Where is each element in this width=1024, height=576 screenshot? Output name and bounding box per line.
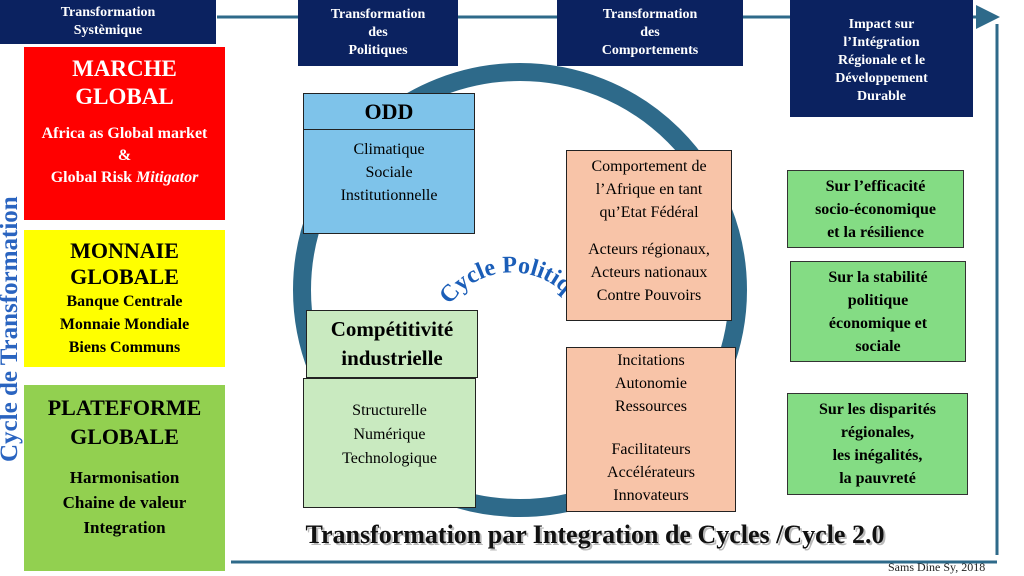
incitations-line: Incitations [617,352,685,369]
odd-item: Climatique [353,141,425,158]
marche-title: MARCHE [72,56,177,81]
comportement-line: Contre Pouvoirs [596,287,702,304]
impact-line: politique [847,291,909,309]
plateforme-item: Chaine de valeur [62,493,187,512]
odd-title-box: ODD [303,93,475,130]
header-line: Régionale et le [837,52,926,68]
competitivite-title-box: Compétitivité industrielle [306,310,478,378]
impact-line: Sur la stabilité [828,268,928,286]
vertical-cycle-label: Cycle de Transformation [0,196,23,462]
impact-efficacite-box: Sur l’efficacité socio-économique et la … [787,170,964,248]
comportement-line: l’Afrique en tant [595,181,703,198]
competitivite-content-box: Structurelle Numérique Technologique [303,378,476,508]
incitations-line: Autonomie [615,375,687,392]
header-transformation-systemique: Transformation Systèmique [0,0,216,44]
marche-title: GLOBAL [75,84,174,109]
header-line: Impact sur [848,16,915,32]
cycle-politique-label-graphic: Cycle Politique [420,205,580,309]
cycle-politique-text: Cycle Politique [420,205,580,309]
incitations-line: Accélérateurs [607,464,695,481]
competitivite-title: Compétitivité [330,317,454,341]
impact-line: Sur l’efficacité [825,177,926,195]
header-line: l’Intégration [843,34,920,50]
marche-line-italic: Mitigator [136,169,199,186]
comportement-box: Comportement de l’Afrique en tant qu’Eta… [566,150,732,321]
impact-line: socio-économique [815,200,936,218]
header-line: Systèmique [73,23,143,38]
impact-line: et la résilience [827,223,924,241]
competitivite-item: Numérique [353,426,426,443]
plateforme-title: GLOBALE [70,424,179,449]
impact-disparites-box: Sur les disparités régionales, les inéga… [787,393,968,495]
marche-line-part: Global Risk [50,169,137,186]
header-line: Transformation [602,7,698,22]
monnaie-title: GLOBALE [70,264,179,289]
incitations-line: Ressources [615,398,687,415]
plateforme-globale-box: PLATEFORME GLOBALE Harmonisation Chaine … [24,385,225,571]
impact-line: la pauvreté [839,470,916,487]
incitations-line: Innovateurs [613,487,689,504]
competitivite-title: industrielle [341,346,443,370]
header-transformation-politiques: Transformation des Politiques [298,0,458,66]
cycle-ring [293,63,747,517]
odd-content-box: Climatique Sociale Institutionnelle [303,129,475,234]
header-line: des [368,25,388,40]
monnaie-item: Banque Centrale [66,293,183,310]
odd-item: Sociale [365,164,413,181]
header-line: Transformation [60,5,156,20]
plateforme-item: Harmonisation [69,468,180,487]
header-line: Comportements [601,43,699,58]
cycle-politique-label: Cycle Politique [420,205,580,309]
comportement-line: Acteurs nationaux [590,264,708,281]
odd-title: ODD [364,98,414,124]
impact-line: économique et [828,314,928,332]
plateforme-item: Integration [83,518,166,537]
monnaie-globale-box: MONNAIE GLOBALE Banque Centrale Monnaie … [24,230,225,367]
comportement-line: qu’Etat Fédéral [599,204,699,221]
header-line: des [640,25,660,40]
monnaie-title: MONNAIE [70,238,179,263]
impact-line: sociale [855,337,901,355]
incitations-box: Incitations Autonomie Ressources Facilit… [566,347,736,512]
marche-line: Africa as Global market [41,125,208,142]
impact-line: régionales, [840,424,915,441]
header-transformation-comportements: Transformation des Comportements [557,0,743,66]
monnaie-item: Monnaie Mondiale [59,316,190,333]
plateforme-title: PLATEFORME [47,395,202,420]
header-line: Développement [835,70,928,86]
header-impact: Impact sur l’Intégration Régionale et le… [790,0,973,117]
incitations-line: Facilitateurs [611,441,691,458]
competitivite-item: Structurelle [352,402,427,419]
marche-global-box: MARCHE GLOBAL Africa as Global market & … [24,47,225,220]
comportement-line: Acteurs régionaux, [588,241,710,258]
header-line: Transformation [330,7,426,22]
comportement-line: Comportement de [591,158,707,175]
odd-item: Institutionnelle [340,187,438,204]
marche-line: Global Risk Mitigator [51,167,199,189]
competitivite-item: Technologique [342,450,437,467]
header-line: Durable [857,88,906,104]
marche-line: & [117,147,132,164]
impact-line: Sur les disparités [818,401,937,418]
footer-title: Transformation par Integration de Cycles… [305,520,885,549]
credit-text: Sams Dine Sy, 2018 [888,560,986,574]
impact-stabilite-box: Sur la stabilité politique économique et… [790,261,966,362]
impact-line: les inégalités, [832,447,923,464]
monnaie-item: Biens Communs [68,339,181,356]
header-line: Politiques [348,43,408,58]
